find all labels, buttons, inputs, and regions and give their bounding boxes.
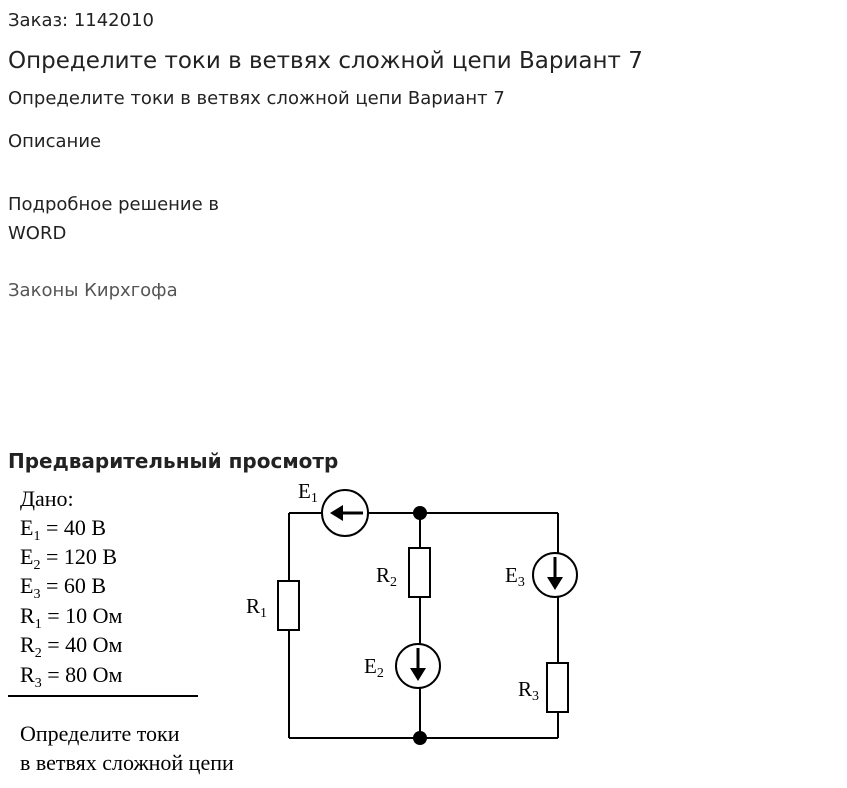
given-item-e1: E1 = 40 В (20, 515, 106, 544)
circuit-wires (288, 512, 559, 739)
page-subtitle: Определите токи в ветвях сложной цепи Ва… (8, 88, 505, 109)
given-heading: Дано: (20, 486, 74, 511)
resistor-r3 (546, 662, 569, 713)
source-e3 (532, 552, 578, 598)
description-heading: Описание (8, 131, 102, 152)
preview-heading: Предварительный просмотр (8, 449, 339, 473)
given-item-r3: R3 = 80 Ом (20, 662, 122, 691)
page-title: Определите токи в ветвях сложной цепи Ва… (8, 48, 643, 74)
circuit-node-bottom (413, 731, 427, 745)
solution-text-line1: Подробное решение в (8, 194, 220, 215)
label-e1: E1 (298, 479, 318, 506)
given-item-e2: E2 = 120 В (20, 544, 117, 573)
given-item-r2: R2 = 40 Ом (20, 632, 122, 661)
label-e3: E3 (505, 563, 525, 590)
given-item-r1: R1 = 10 Ом (20, 603, 122, 632)
given-item-e3: E3 = 60 В (20, 573, 106, 602)
task-line2: в ветвях сложной цепи (20, 750, 234, 775)
law-text: Законы Кирхгофа (8, 280, 178, 301)
resistor-r2 (408, 547, 431, 598)
source-e1 (321, 489, 369, 537)
label-r2: R2 (376, 563, 397, 590)
solution-text-line2: WORD (8, 223, 67, 244)
label-r1: R1 (246, 594, 267, 621)
label-r3: R3 (518, 677, 539, 704)
task-line1: Определите токи (20, 721, 180, 746)
order-label: Заказ: 1142010 (8, 10, 154, 31)
source-e2 (395, 643, 441, 689)
resistor-r1 (277, 580, 300, 631)
preview-image: Дано: E1 = 40 В E2 = 120 В E3 = 60 В R1 … (8, 479, 578, 775)
circuit-node-top (413, 506, 427, 520)
label-e2: E2 (364, 654, 384, 681)
